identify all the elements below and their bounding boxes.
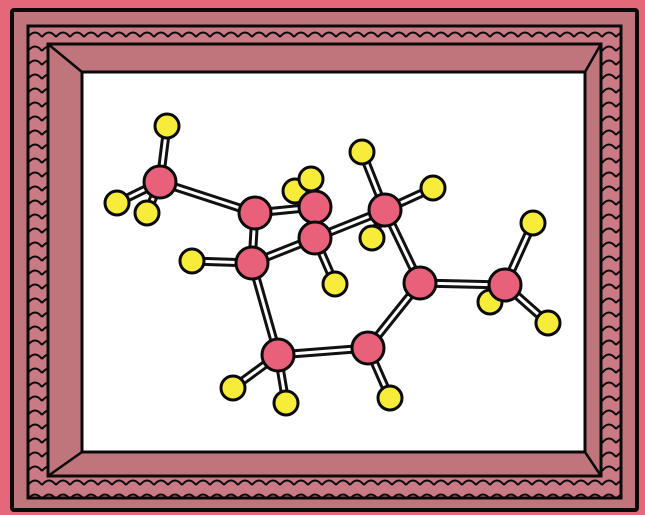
hydrogen-atom-15 — [272, 389, 300, 417]
hydrogen-atom-10 — [178, 247, 206, 275]
frame-bevel-mitres — [47, 43, 603, 478]
carbon-atom-c10 — [350, 330, 386, 366]
carbon-atom-c4 — [297, 220, 333, 256]
hydrogen-atom-13 — [534, 309, 562, 337]
hydrogen-atom-8 — [419, 174, 447, 202]
hydrogen-atom-5 — [297, 165, 325, 193]
carbon-atom-c1 — [142, 164, 178, 200]
hydrogen-atom-7 — [348, 138, 376, 166]
carbon-atoms — [142, 164, 523, 373]
carbon-atom-c3 — [297, 189, 333, 225]
hydrogen-atom-2 — [103, 189, 131, 217]
hydrogen-atom-14 — [219, 374, 247, 402]
carbon-atom-c7 — [402, 265, 438, 301]
carbon-atom-c5 — [367, 192, 403, 228]
carbon-atom-c6 — [234, 245, 270, 281]
carbon-atom-c8 — [487, 267, 523, 303]
hydrogen-atom-16 — [376, 384, 404, 412]
hydrogen-atom-3 — [133, 199, 161, 227]
hydrogen-atom-9 — [358, 224, 386, 252]
hydrogen-atom-11 — [519, 209, 547, 237]
molecule — [103, 112, 562, 417]
carbon-atom-c9 — [260, 337, 296, 373]
carbon-atom-c2 — [237, 195, 273, 231]
hydrogen-atom-6 — [321, 270, 349, 298]
hydrogen-atom-1 — [153, 112, 181, 140]
